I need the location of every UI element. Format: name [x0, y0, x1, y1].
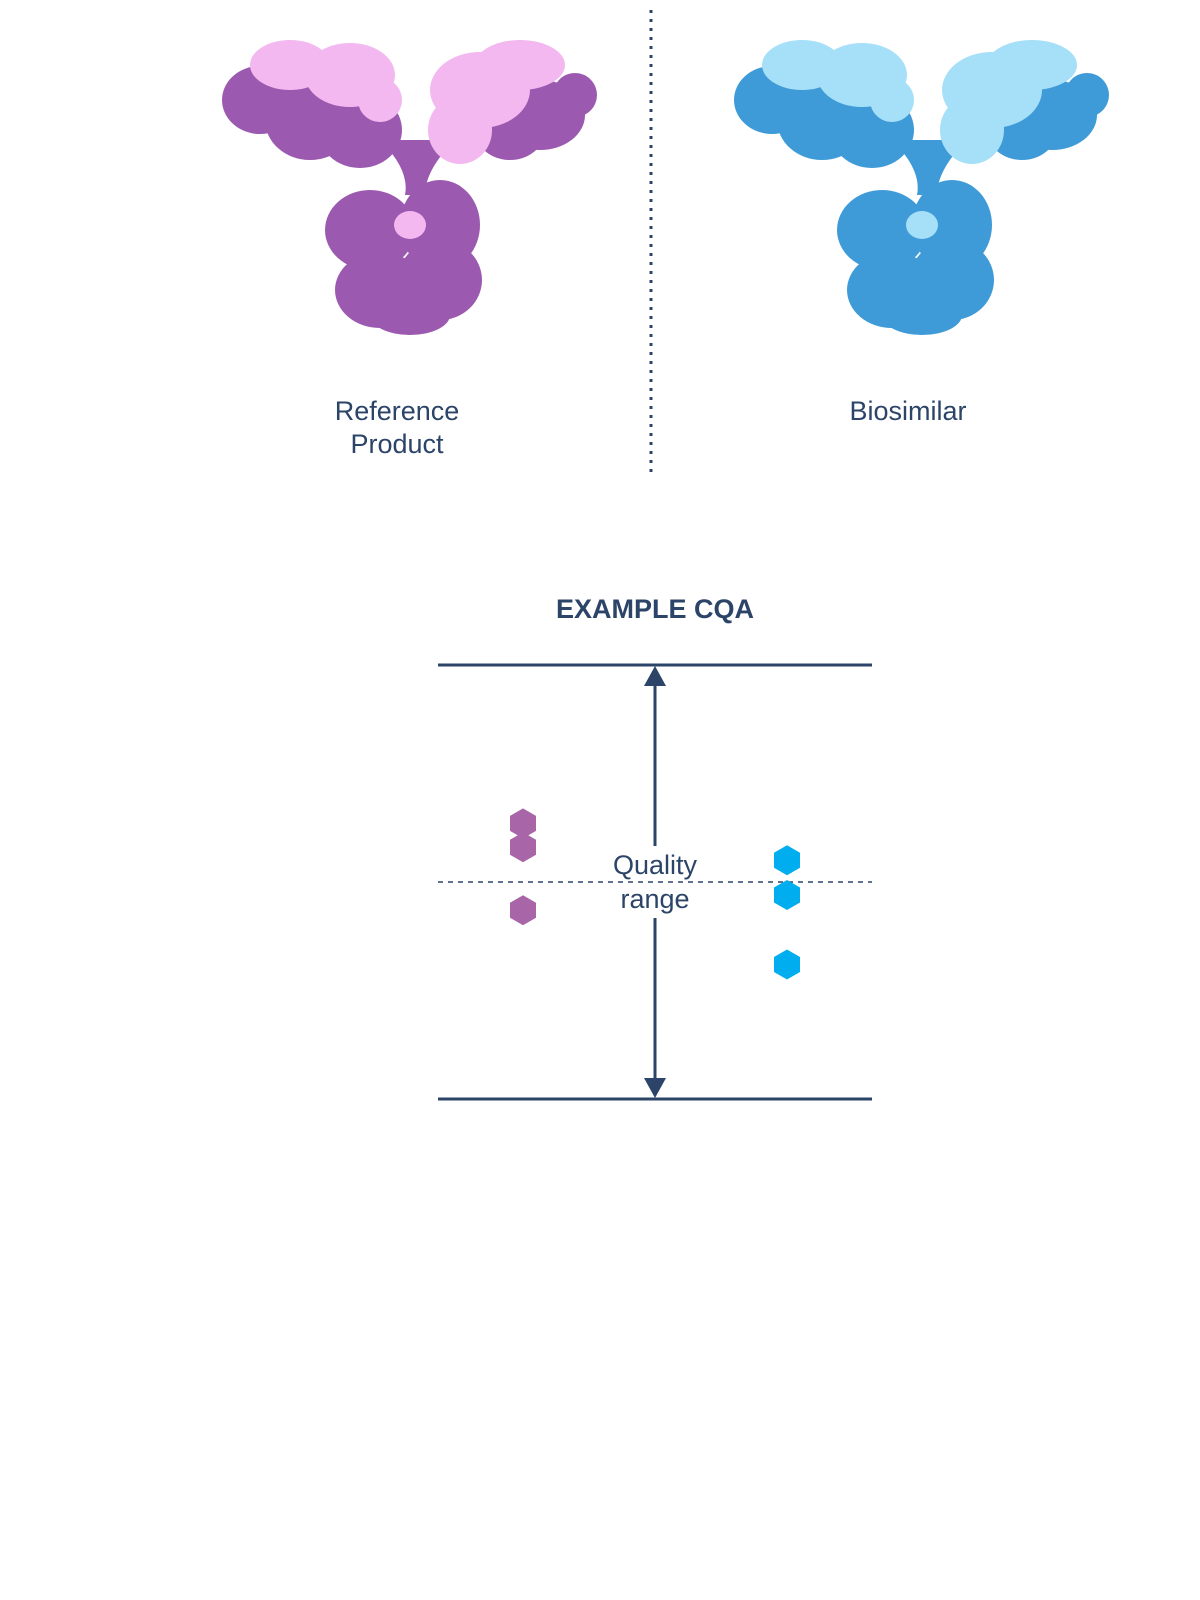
biosimilar-antibody-image — [734, 40, 1109, 335]
quality-range-label: Quality range — [585, 848, 725, 916]
reference-data-point — [510, 808, 536, 839]
quality-range-line2: range — [620, 884, 690, 914]
quality-range-line1: Quality — [612, 850, 698, 880]
reference-label-line2: Product — [350, 429, 444, 459]
biosimilar-data-point — [774, 949, 800, 980]
biosimilar-data-point — [774, 845, 800, 876]
reference-data-point — [510, 895, 536, 926]
biosimilar-label: Biosimilar — [808, 395, 1008, 428]
reference-data-point — [510, 832, 536, 863]
biosimilar-data-point — [774, 880, 800, 910]
reference-product-label: Reference Product — [297, 395, 497, 461]
reference-label-line1: Reference — [334, 396, 460, 426]
arrow-up-head — [644, 666, 666, 686]
arrow-down-head — [644, 1078, 666, 1098]
biosimilar-label-text: Biosimilar — [849, 396, 967, 426]
reference-antibody-image — [222, 40, 597, 335]
chart-title: EXAMPLE CQA — [555, 594, 755, 624]
